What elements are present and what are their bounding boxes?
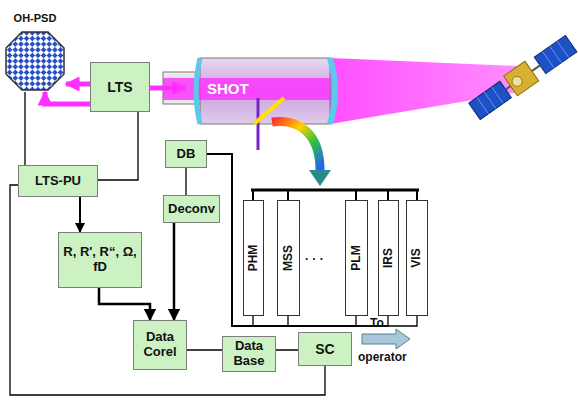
bus-drop xyxy=(287,190,289,200)
database-box: DB xyxy=(165,140,207,168)
node-label: IRS xyxy=(382,248,396,268)
signal-line xyxy=(185,168,186,195)
signal-line xyxy=(207,154,356,326)
node-label: PHM xyxy=(247,245,261,272)
node-label: R, R', R“, Ω, fD xyxy=(62,245,138,275)
signal-line xyxy=(207,154,288,326)
node-label: LTS-PU xyxy=(35,174,81,189)
node-label: PLM xyxy=(350,245,364,270)
laser-source: LTS xyxy=(90,62,150,112)
satellite-illustration xyxy=(468,34,578,121)
laser-beam xyxy=(330,58,520,124)
spectrum-arrow-head xyxy=(309,170,331,186)
node-label: DB xyxy=(177,147,196,162)
instrument-box: PHM xyxy=(243,200,264,316)
correlation-box: Data Corel xyxy=(133,320,187,370)
instrument-box: MSS xyxy=(277,200,300,316)
instrument-box: PLM xyxy=(345,200,368,316)
node-label: SC xyxy=(315,341,334,357)
signal-line xyxy=(207,154,388,326)
node-label: SHOT xyxy=(207,80,249,97)
signal-line xyxy=(187,349,222,351)
deconvolution-box: Deconv xyxy=(163,195,220,223)
ellipsis-label: · · · xyxy=(305,252,324,266)
database-box: Data Base xyxy=(222,336,276,372)
laser-path xyxy=(66,82,90,87)
signal-line xyxy=(10,185,325,395)
octagon-detector xyxy=(4,30,66,92)
mirror-cap xyxy=(330,58,335,124)
telescope: SHOT xyxy=(185,68,330,110)
parameter-box: R, R', R“, Ω, fD xyxy=(58,232,142,288)
laser-path xyxy=(45,92,90,104)
signal-line xyxy=(98,112,138,180)
signal-line xyxy=(79,197,81,232)
laser-path xyxy=(150,86,185,91)
output-label: operator xyxy=(358,350,407,364)
node-label: Deconv xyxy=(168,202,215,217)
node-label: VIS xyxy=(410,248,424,267)
inner-beam xyxy=(163,78,330,100)
bus-drop xyxy=(387,190,389,200)
detector-array: OH-PSD xyxy=(4,12,66,92)
spectrum-arrow xyxy=(272,121,320,170)
bus-drop xyxy=(416,190,418,200)
signal-line xyxy=(24,92,25,165)
node-label: LTS xyxy=(107,79,132,95)
output-label: To xyxy=(370,316,384,330)
signal-line xyxy=(207,154,417,326)
distribution-bus xyxy=(251,189,419,192)
processing-unit: LTS-PU xyxy=(18,165,98,197)
node-label: MSS xyxy=(282,245,296,271)
node-label: Data Corel xyxy=(137,330,183,360)
node-label: OH-PSD xyxy=(4,12,66,25)
output-arrow xyxy=(362,329,410,349)
signal-line xyxy=(99,288,150,320)
control-box: SC xyxy=(298,332,352,366)
instrument-box: IRS xyxy=(378,200,399,316)
signal-line xyxy=(276,349,298,351)
bus-drop xyxy=(355,190,357,200)
node-label: Data Base xyxy=(226,339,272,369)
mirror-cap xyxy=(196,58,200,124)
bus-drop xyxy=(252,190,254,200)
instrument-box: VIS xyxy=(406,200,428,316)
signal-line xyxy=(173,223,176,320)
